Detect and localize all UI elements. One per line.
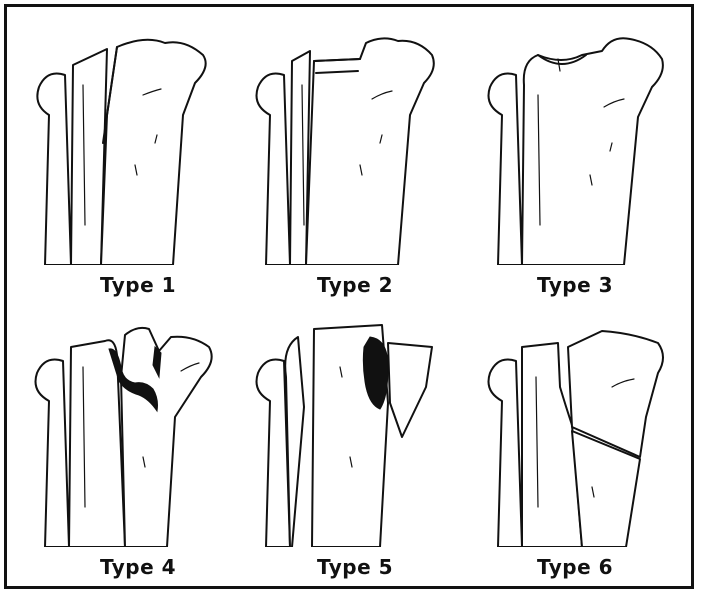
panel-type-3: Type 3: [462, 25, 688, 310]
bone-illustration-type-3: [462, 25, 688, 265]
panel-type-1: Type 1: [25, 25, 251, 310]
panel-type-5: Type 5: [242, 307, 468, 592]
bone-illustration-type-2: [242, 25, 468, 265]
type-3-label: Type 3: [462, 273, 688, 297]
bone-illustration-type-4: [25, 307, 251, 547]
bone-illustration-type-1: [25, 25, 251, 265]
panel-type-6: Type 6: [462, 307, 688, 592]
type-4-label: Type 4: [25, 555, 251, 579]
bone-illustration-type-6: [462, 307, 688, 547]
type-5-label: Type 5: [242, 555, 468, 579]
panel-type-4: Type 4: [25, 307, 251, 592]
bone-illustration-type-5: [242, 307, 468, 547]
type-1-label: Type 1: [25, 273, 251, 297]
type-6-label: Type 6: [462, 555, 688, 579]
panel-type-2: Type 2: [242, 25, 468, 310]
type-2-label: Type 2: [242, 273, 468, 297]
figure-frame: Type 1 Type 2 Type 3: [4, 4, 694, 589]
